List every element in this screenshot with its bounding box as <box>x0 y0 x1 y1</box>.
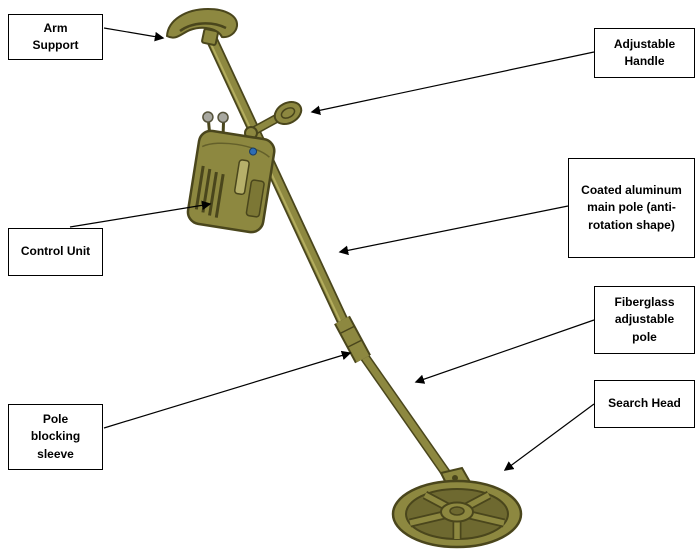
label-pole-sleeve: Pole blocking sleeve <box>8 404 103 470</box>
label-adjustable-handle: Adjustable Handle <box>594 28 695 78</box>
label-main-pole-text: Coated aluminum main pole (anti-rotation… <box>581 182 682 232</box>
arrow-control-unit <box>69 200 212 228</box>
label-arm-support-text: Arm Support <box>32 20 79 52</box>
main-pole-part <box>206 37 358 344</box>
label-control-unit-text: Control Unit <box>20 244 91 259</box>
label-adjustable-handle-text: Adjustable Handle <box>613 36 676 68</box>
fiberglass-pole-part <box>345 333 460 489</box>
metal-detector <box>165 7 523 549</box>
arrow-main-pole <box>338 205 569 256</box>
arrow-search-head <box>503 403 595 471</box>
label-main-pole: Coated aluminum main pole (anti-rotation… <box>568 158 695 258</box>
label-fiberglass-pole: Fiberglass adjustable pole <box>594 286 695 354</box>
arrow-adjustable-handle <box>310 51 595 115</box>
callout-arrows <box>69 27 595 471</box>
search-head-part <box>391 466 523 549</box>
label-search-head: Search Head <box>594 380 695 428</box>
label-pole-sleeve-text: Pole blocking sleeve <box>30 411 81 461</box>
label-arm-support: Arm Support <box>8 14 103 60</box>
arm-support-part <box>165 7 239 46</box>
pole-blocking-sleeve-part <box>334 315 371 364</box>
label-fiberglass-pole-text: Fiberglass adjustable pole <box>614 294 675 344</box>
label-search-head-text: Search Head <box>608 396 681 411</box>
arrow-fiberglass-pole <box>414 319 595 384</box>
arrow-arm-support <box>103 27 165 42</box>
label-control-unit: Control Unit <box>8 228 103 276</box>
arrow-pole-sleeve <box>103 350 352 429</box>
